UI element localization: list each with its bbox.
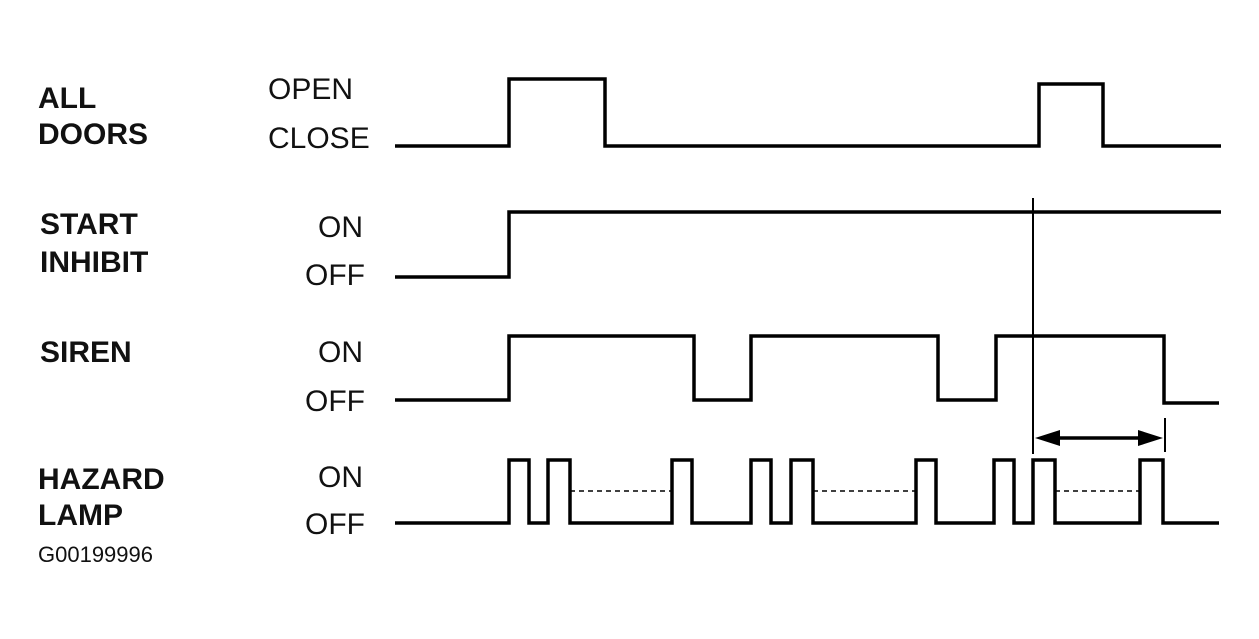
start-inhibit-off-label: OFF [305, 259, 365, 292]
all-doors-name-line-1: ALL [38, 82, 96, 115]
start-inhibit-name-line-2: INHIBIT [40, 246, 148, 279]
timing-marker [1032, 198, 1166, 454]
duration-arrow-left-head [1035, 430, 1060, 446]
siren-on-label: ON [318, 336, 363, 369]
start-inhibit-waveform [395, 210, 1221, 279]
siren-name: SIREN [40, 336, 132, 369]
hazard-lamp-name-line-1: HAZARD [38, 463, 165, 496]
all-doors-name-line-2: DOORS [38, 118, 148, 151]
siren-waveform [395, 334, 1219, 405]
duration-arrow-right-head [1138, 430, 1163, 446]
siren-row: SIREN ON OFF [40, 334, 1219, 418]
hazard-lamp-off-label: OFF [305, 508, 365, 541]
all-doors-open-label: OPEN [268, 73, 353, 106]
start-inhibit-row: START INHIBIT ON OFF [40, 208, 1221, 292]
all-doors-close-label: CLOSE [268, 122, 370, 155]
all-doors-row: ALL DOORS OPEN CLOSE [38, 73, 1221, 155]
siren-off-label: OFF [305, 385, 365, 418]
start-inhibit-on-label: ON [318, 211, 363, 244]
hazard-lamp-row: HAZARD LAMP ON OFF [38, 458, 1219, 541]
hazard-lamp-on-label: ON [318, 461, 363, 494]
figure-id: G00199996 [38, 542, 153, 567]
start-inhibit-name-line-1: START [40, 208, 138, 241]
hazard-lamp-waveform [395, 458, 1219, 525]
hazard-lamp-name-line-2: LAMP [38, 499, 123, 532]
all-doors-waveform [395, 77, 1221, 148]
